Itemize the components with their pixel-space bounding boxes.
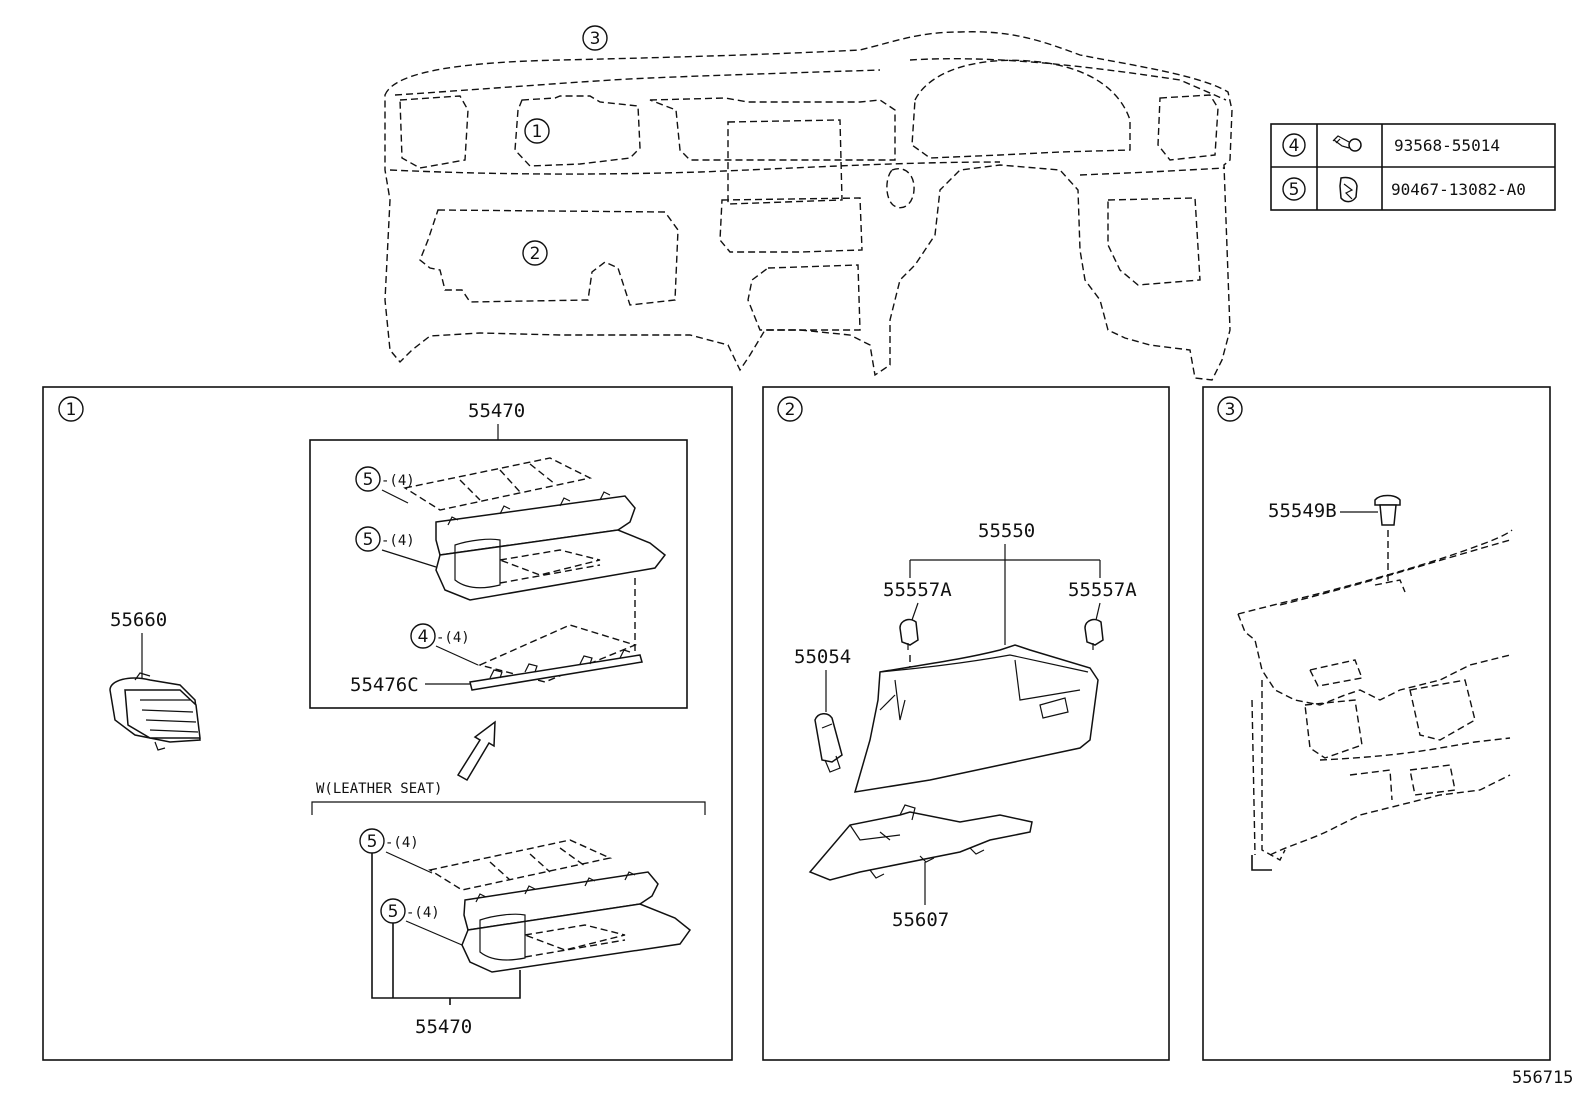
part-55549b-label[interactable]: 55549B xyxy=(1268,500,1337,522)
panel-1-callout[interactable]: 1 xyxy=(58,396,84,422)
legend-row-4[interactable]: 4 93568-55014 xyxy=(1282,133,1500,157)
lock-part[interactable] xyxy=(808,804,1033,881)
arrow-up-icon xyxy=(456,720,496,782)
part-55470-leather-label[interactable]: 55470 xyxy=(415,1016,472,1038)
overview-callout-1[interactable]: 1 xyxy=(524,118,550,144)
svg-text:-(4): -(4) xyxy=(436,630,470,646)
part-55054-label[interactable]: 55054 xyxy=(794,646,851,668)
part-55470-label[interactable]: 55470 xyxy=(468,400,525,422)
stopper-right-part[interactable] xyxy=(1084,602,1104,650)
svg-text:2: 2 xyxy=(530,244,541,264)
panel-2-frame xyxy=(762,386,1170,1061)
fastener-legend-table: 4 93568-55014 5 90467-13082-A0 xyxy=(1270,123,1556,211)
svg-text:-(4): -(4) xyxy=(381,473,415,489)
svg-text:1: 1 xyxy=(66,400,77,420)
svg-text:90467-13082-A0: 90467-13082-A0 xyxy=(1391,180,1526,199)
part-55607-label[interactable]: 55607 xyxy=(892,909,949,931)
panel-1-frame xyxy=(42,386,733,1061)
part-55557a-left-label[interactable]: 55557A xyxy=(883,579,952,601)
part-55557a-right-label[interactable]: 55557A xyxy=(1068,579,1137,601)
panel-2-callout[interactable]: 2 xyxy=(777,396,803,422)
svg-text:1: 1 xyxy=(532,122,543,142)
svg-text:5: 5 xyxy=(367,832,378,852)
overview-callout-2[interactable]: 2 xyxy=(522,240,548,266)
diagram-id: 556715 xyxy=(1512,1068,1573,1088)
svg-text:2: 2 xyxy=(785,400,796,420)
svg-text:-(4): -(4) xyxy=(381,533,415,549)
callout-5-upper-b[interactable]: 5 -(4) xyxy=(355,526,437,568)
svg-text:3: 3 xyxy=(590,29,601,49)
damper-part[interactable] xyxy=(814,713,843,773)
svg-text:5: 5 xyxy=(363,530,374,550)
svg-text:5: 5 xyxy=(388,902,399,922)
panel-3-frame xyxy=(1202,386,1551,1061)
legend-row-5[interactable]: 5 90467-13082-A0 xyxy=(1282,176,1526,203)
callout-5-lower-a[interactable]: 5 -(4) xyxy=(359,828,433,874)
garnish-box-part-leather[interactable] xyxy=(428,839,692,973)
clip-55549b-part[interactable] xyxy=(1374,494,1401,526)
garnish-strip-part[interactable] xyxy=(469,624,643,691)
glove-box-part[interactable] xyxy=(853,644,1099,793)
part-55660-label[interactable]: 55660 xyxy=(110,609,167,631)
instrument-panel-overview xyxy=(384,31,1233,381)
part-55550-label[interactable]: 55550 xyxy=(978,520,1035,542)
svg-text:5: 5 xyxy=(363,470,374,490)
callout-5-lower-b[interactable]: 5 -(4) xyxy=(380,898,463,946)
svg-text:4: 4 xyxy=(418,627,429,647)
garnish-box-part[interactable] xyxy=(403,457,667,601)
svg-text:4: 4 xyxy=(1289,136,1300,156)
panel-3-callout[interactable]: 3 xyxy=(1217,396,1243,422)
svg-text:-(4): -(4) xyxy=(406,905,440,921)
panel-1-inset-frame xyxy=(309,439,688,709)
svg-text:3: 3 xyxy=(1225,400,1236,420)
svg-text:5: 5 xyxy=(1289,180,1300,200)
variant-label-leather-seat: W(LEATHER SEAT) xyxy=(316,781,442,797)
clip-icon xyxy=(1339,176,1358,203)
part-55476c-label[interactable]: 55476C xyxy=(350,674,419,696)
bolt-icon xyxy=(1332,135,1362,152)
svg-text:93568-55014: 93568-55014 xyxy=(1394,136,1500,155)
side-vent-part[interactable] xyxy=(109,672,201,751)
callout-5-upper-a[interactable]: 5 -(4) xyxy=(355,466,415,504)
instrument-panel-detail xyxy=(1237,529,1513,871)
callout-4[interactable]: 4 -(4) xyxy=(410,623,479,666)
svg-text:-(4): -(4) xyxy=(385,835,419,851)
overview-callout-3[interactable]: 3 xyxy=(582,25,608,51)
